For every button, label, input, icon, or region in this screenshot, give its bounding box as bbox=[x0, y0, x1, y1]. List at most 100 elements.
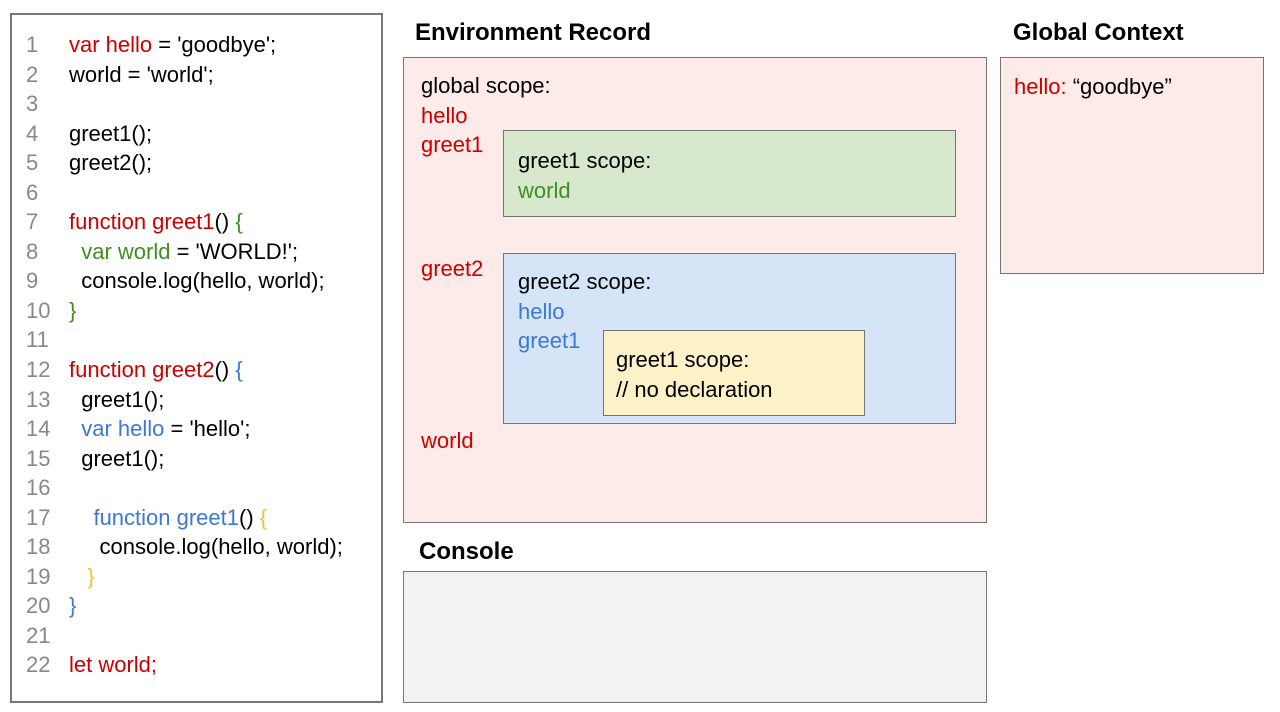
scope-var-world: world bbox=[421, 428, 474, 453]
code-segment: var hello bbox=[81, 416, 165, 442]
code-line: 6 bbox=[12, 178, 381, 208]
code-text: greet2(); bbox=[69, 148, 152, 178]
line-number: 21 bbox=[26, 622, 51, 648]
global-context-key: hello: bbox=[1014, 74, 1067, 99]
code-segment: { bbox=[235, 357, 243, 383]
code-segment: () bbox=[239, 504, 260, 530]
code-line: 1 var hello = 'goodbye'; bbox=[12, 30, 381, 60]
scope-var-greet2: greet2 bbox=[421, 256, 484, 281]
line-number: 11 bbox=[26, 327, 49, 353]
code-segment bbox=[69, 505, 93, 530]
global-context-value: “goodbye” bbox=[1072, 74, 1172, 99]
code-line: 3 bbox=[12, 89, 381, 119]
code-text: greet1(); bbox=[69, 444, 164, 474]
line-number: 13 bbox=[26, 386, 51, 412]
code-line: 15 greet1(); bbox=[12, 444, 381, 474]
global-context-entry: hello: “goodbye” bbox=[1014, 72, 1263, 102]
global-scope-box: global scope: hello greet1 greet2 world … bbox=[403, 57, 987, 523]
inner-greet1-scope-label: greet1 scope: bbox=[616, 347, 750, 372]
code-line: 20} bbox=[12, 591, 381, 621]
scope-var-greet1: greet1 bbox=[421, 132, 484, 158]
code-line: 17 function greet1() { bbox=[12, 503, 381, 533]
code-line: 8 var world = 'WORLD!'; bbox=[12, 237, 381, 267]
code-text: var hello = 'hello'; bbox=[69, 414, 250, 444]
global-context-title: Global Context bbox=[1013, 19, 1184, 46]
scope-var-hello: hello bbox=[421, 102, 468, 128]
code-text: let world; bbox=[69, 650, 157, 680]
code-panel: 1 var hello = 'goodbye'; 2 world = 'world';… bbox=[10, 13, 383, 703]
code-segment bbox=[69, 564, 87, 589]
code-line: 10} bbox=[12, 296, 381, 326]
line-number: 6 bbox=[26, 179, 39, 205]
code-line: 9 console.log(hello, world); bbox=[12, 266, 381, 296]
line-number: 17 bbox=[26, 504, 51, 530]
line-number: 15 bbox=[26, 445, 51, 471]
code-segment: var hello bbox=[69, 32, 153, 57]
greet2-scope-var-hello: hello bbox=[518, 298, 565, 324]
line-number: 20 bbox=[26, 593, 51, 619]
code-segment: () bbox=[214, 357, 236, 383]
line-number: 18 bbox=[26, 534, 51, 560]
code-segment: function greet1 bbox=[69, 209, 215, 235]
code-segment: { bbox=[259, 504, 268, 530]
line-number: 19 bbox=[26, 563, 51, 589]
code-segment: () bbox=[214, 209, 236, 235]
code-segment: console.log(hello, world); bbox=[69, 534, 343, 560]
code-text: world = 'world'; bbox=[69, 60, 214, 90]
code-segment bbox=[69, 416, 81, 441]
code-segment: var world bbox=[81, 238, 171, 264]
greet2-scope-box: greet2 scope: hello greet1 greet1 scope:… bbox=[503, 253, 956, 424]
inner-greet1-scope-box: greet1 scope: // no declaration bbox=[603, 330, 865, 416]
global-context-box: hello: “goodbye” bbox=[1000, 57, 1264, 274]
code-text: console.log(hello, world); bbox=[69, 266, 324, 296]
line-number: 14 bbox=[26, 416, 51, 442]
code-segment: { bbox=[235, 209, 243, 235]
code-lines: 1 var hello = 'goodbye'; 2 world = 'world';… bbox=[12, 30, 381, 680]
code-segment: greet1(); bbox=[69, 386, 165, 412]
code-line: 13 greet1(); bbox=[12, 385, 381, 415]
greet2-scope-label: greet2 scope: bbox=[518, 269, 652, 294]
code-line: 14 var hello = 'hello'; bbox=[12, 414, 381, 444]
code-line: 19 } bbox=[12, 562, 381, 592]
code-line: 2 world = 'world'; bbox=[12, 60, 381, 90]
inner-greet1-scope-comment: // no declaration bbox=[616, 376, 773, 402]
code-line: 21 bbox=[12, 621, 381, 651]
code-segment: } bbox=[87, 563, 95, 589]
code-text: } bbox=[69, 591, 76, 621]
code-line: 22 let world; bbox=[12, 650, 381, 680]
code-segment: function greet2 bbox=[69, 357, 215, 383]
code-text: function greet1() { bbox=[69, 207, 243, 237]
code-line: 16 bbox=[12, 473, 381, 503]
greet2-scope-var-greet1: greet1 bbox=[518, 328, 581, 354]
code-text: var hello = 'goodbye'; bbox=[69, 30, 276, 60]
greet1-scope-box: greet1 scope: world bbox=[503, 130, 956, 217]
greet1-scope-var-world: world bbox=[518, 177, 571, 203]
code-segment: = 'WORLD!'; bbox=[170, 238, 299, 264]
greet1-scope-label: greet1 scope: bbox=[518, 148, 652, 173]
global-scope-lines: global scope: hello greet1 bbox=[421, 71, 551, 160]
code-segment bbox=[69, 239, 81, 264]
line-number: 10 bbox=[26, 297, 51, 323]
code-segment: world = 'world'; bbox=[69, 61, 214, 87]
code-segment: function greet1 bbox=[93, 504, 239, 530]
code-segment: greet1(); bbox=[69, 120, 153, 146]
code-text: greet1(); bbox=[69, 385, 164, 415]
code-segment: } bbox=[69, 593, 77, 619]
code-segment: greet2(); bbox=[69, 150, 153, 176]
code-segment: greet1(); bbox=[69, 445, 165, 471]
code-text: greet1(); bbox=[69, 119, 152, 149]
code-line: 5 greet2(); bbox=[12, 148, 381, 178]
global-scope-label: global scope: bbox=[421, 73, 551, 98]
line-number: 9 bbox=[26, 268, 39, 294]
code-text: function greet1() { bbox=[69, 503, 267, 533]
environment-record-title: Environment Record bbox=[415, 19, 652, 46]
line-number: 22 bbox=[26, 652, 51, 678]
line-number: 3 bbox=[26, 91, 39, 117]
line-number: 2 bbox=[26, 61, 39, 87]
line-number: 5 bbox=[26, 150, 39, 176]
line-number: 1 bbox=[26, 32, 39, 57]
code-line: 18 console.log(hello, world); bbox=[12, 532, 381, 562]
